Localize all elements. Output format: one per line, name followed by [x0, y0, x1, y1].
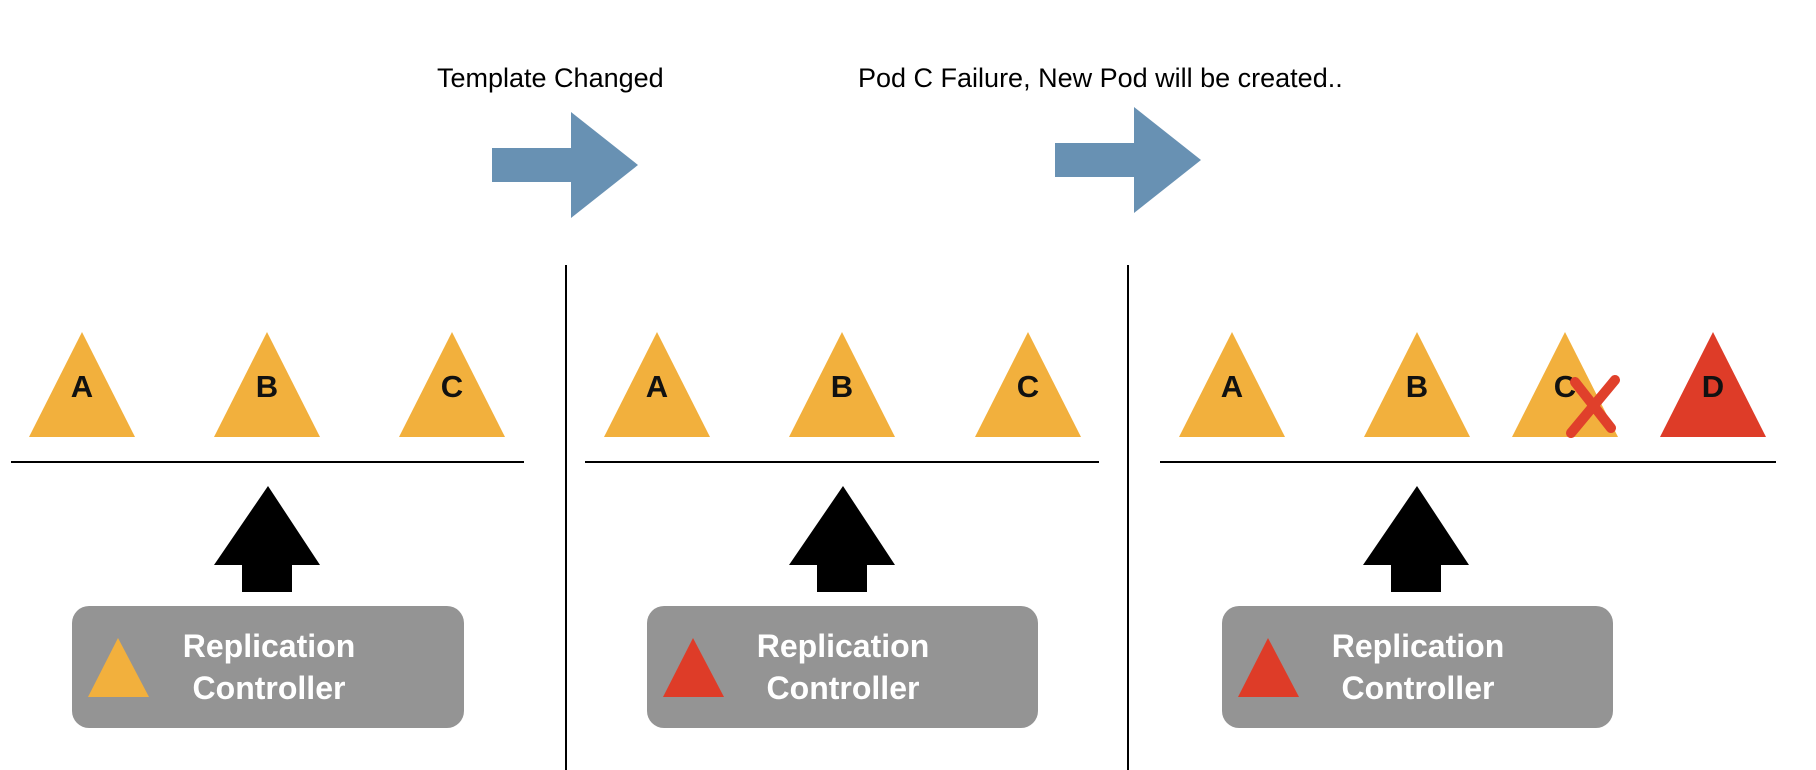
up-arrow-icon: [1363, 486, 1469, 592]
triangle-icon: [214, 332, 320, 437]
controller-label-line2: Controller: [1342, 670, 1495, 706]
replication-controller: Replication Controller: [1222, 606, 1613, 728]
pod-b: B: [1364, 332, 1470, 437]
triangle-icon: [604, 332, 710, 437]
cross-icon: [1566, 375, 1620, 438]
pod-b: B: [789, 332, 895, 437]
controller-label-line1: Replication: [183, 628, 355, 664]
triangle-icon: [1660, 332, 1766, 437]
pod-label: C: [441, 369, 463, 404]
triangle-icon: [29, 332, 135, 437]
triangle-icon: [399, 332, 505, 437]
controller-box: [1222, 606, 1613, 728]
pod-a: A: [29, 332, 135, 437]
pod-a: A: [1179, 332, 1285, 437]
controller-box: [647, 606, 1038, 728]
triangle-icon: [663, 638, 724, 697]
pod-b: B: [214, 332, 320, 437]
controller-label-line2: Controller: [767, 670, 920, 706]
panel-3: A B C D Replication Controller: [1160, 332, 1776, 728]
panel-1: A B C Replication Controller: [11, 332, 524, 728]
up-arrow-icon: [789, 486, 895, 592]
pod-label: B: [256, 369, 278, 404]
triangle-icon: [88, 638, 149, 697]
replication-controller: Replication Controller: [647, 606, 1038, 728]
right-arrow-icon: [492, 112, 638, 218]
pod-c: C: [399, 332, 505, 437]
caption-pod-failure: Pod C Failure, New Pod will be created..: [858, 63, 1343, 93]
triangle-icon: [789, 332, 895, 437]
replication-controller: Replication Controller: [72, 606, 464, 728]
pod-a: A: [604, 332, 710, 437]
pod-c: C: [975, 332, 1081, 437]
right-arrow-icon: [1055, 107, 1201, 213]
pod-label: A: [1221, 369, 1243, 404]
panel-2: A B C Replication Controller: [585, 332, 1099, 728]
pod-label: C: [1017, 369, 1039, 404]
controller-label-line1: Replication: [1332, 628, 1504, 664]
pod-label: B: [831, 369, 853, 404]
controller-box: [72, 606, 464, 728]
controller-label-line2: Controller: [193, 670, 346, 706]
controller-label-line1: Replication: [757, 628, 929, 664]
pod-label: B: [1406, 369, 1428, 404]
pod-label: A: [646, 369, 668, 404]
triangle-icon: [1364, 332, 1470, 437]
pod-c-failed: C: [1512, 332, 1620, 438]
pod-label: A: [71, 369, 93, 404]
pod-d: D: [1660, 332, 1766, 437]
pod-label: D: [1702, 369, 1724, 404]
triangle-icon: [975, 332, 1081, 437]
pod-label: C: [1554, 369, 1576, 404]
triangle-icon: [1238, 638, 1299, 697]
up-arrow-icon: [214, 486, 320, 592]
caption-template-changed: Template Changed: [437, 63, 664, 93]
triangle-icon: [1179, 332, 1285, 437]
